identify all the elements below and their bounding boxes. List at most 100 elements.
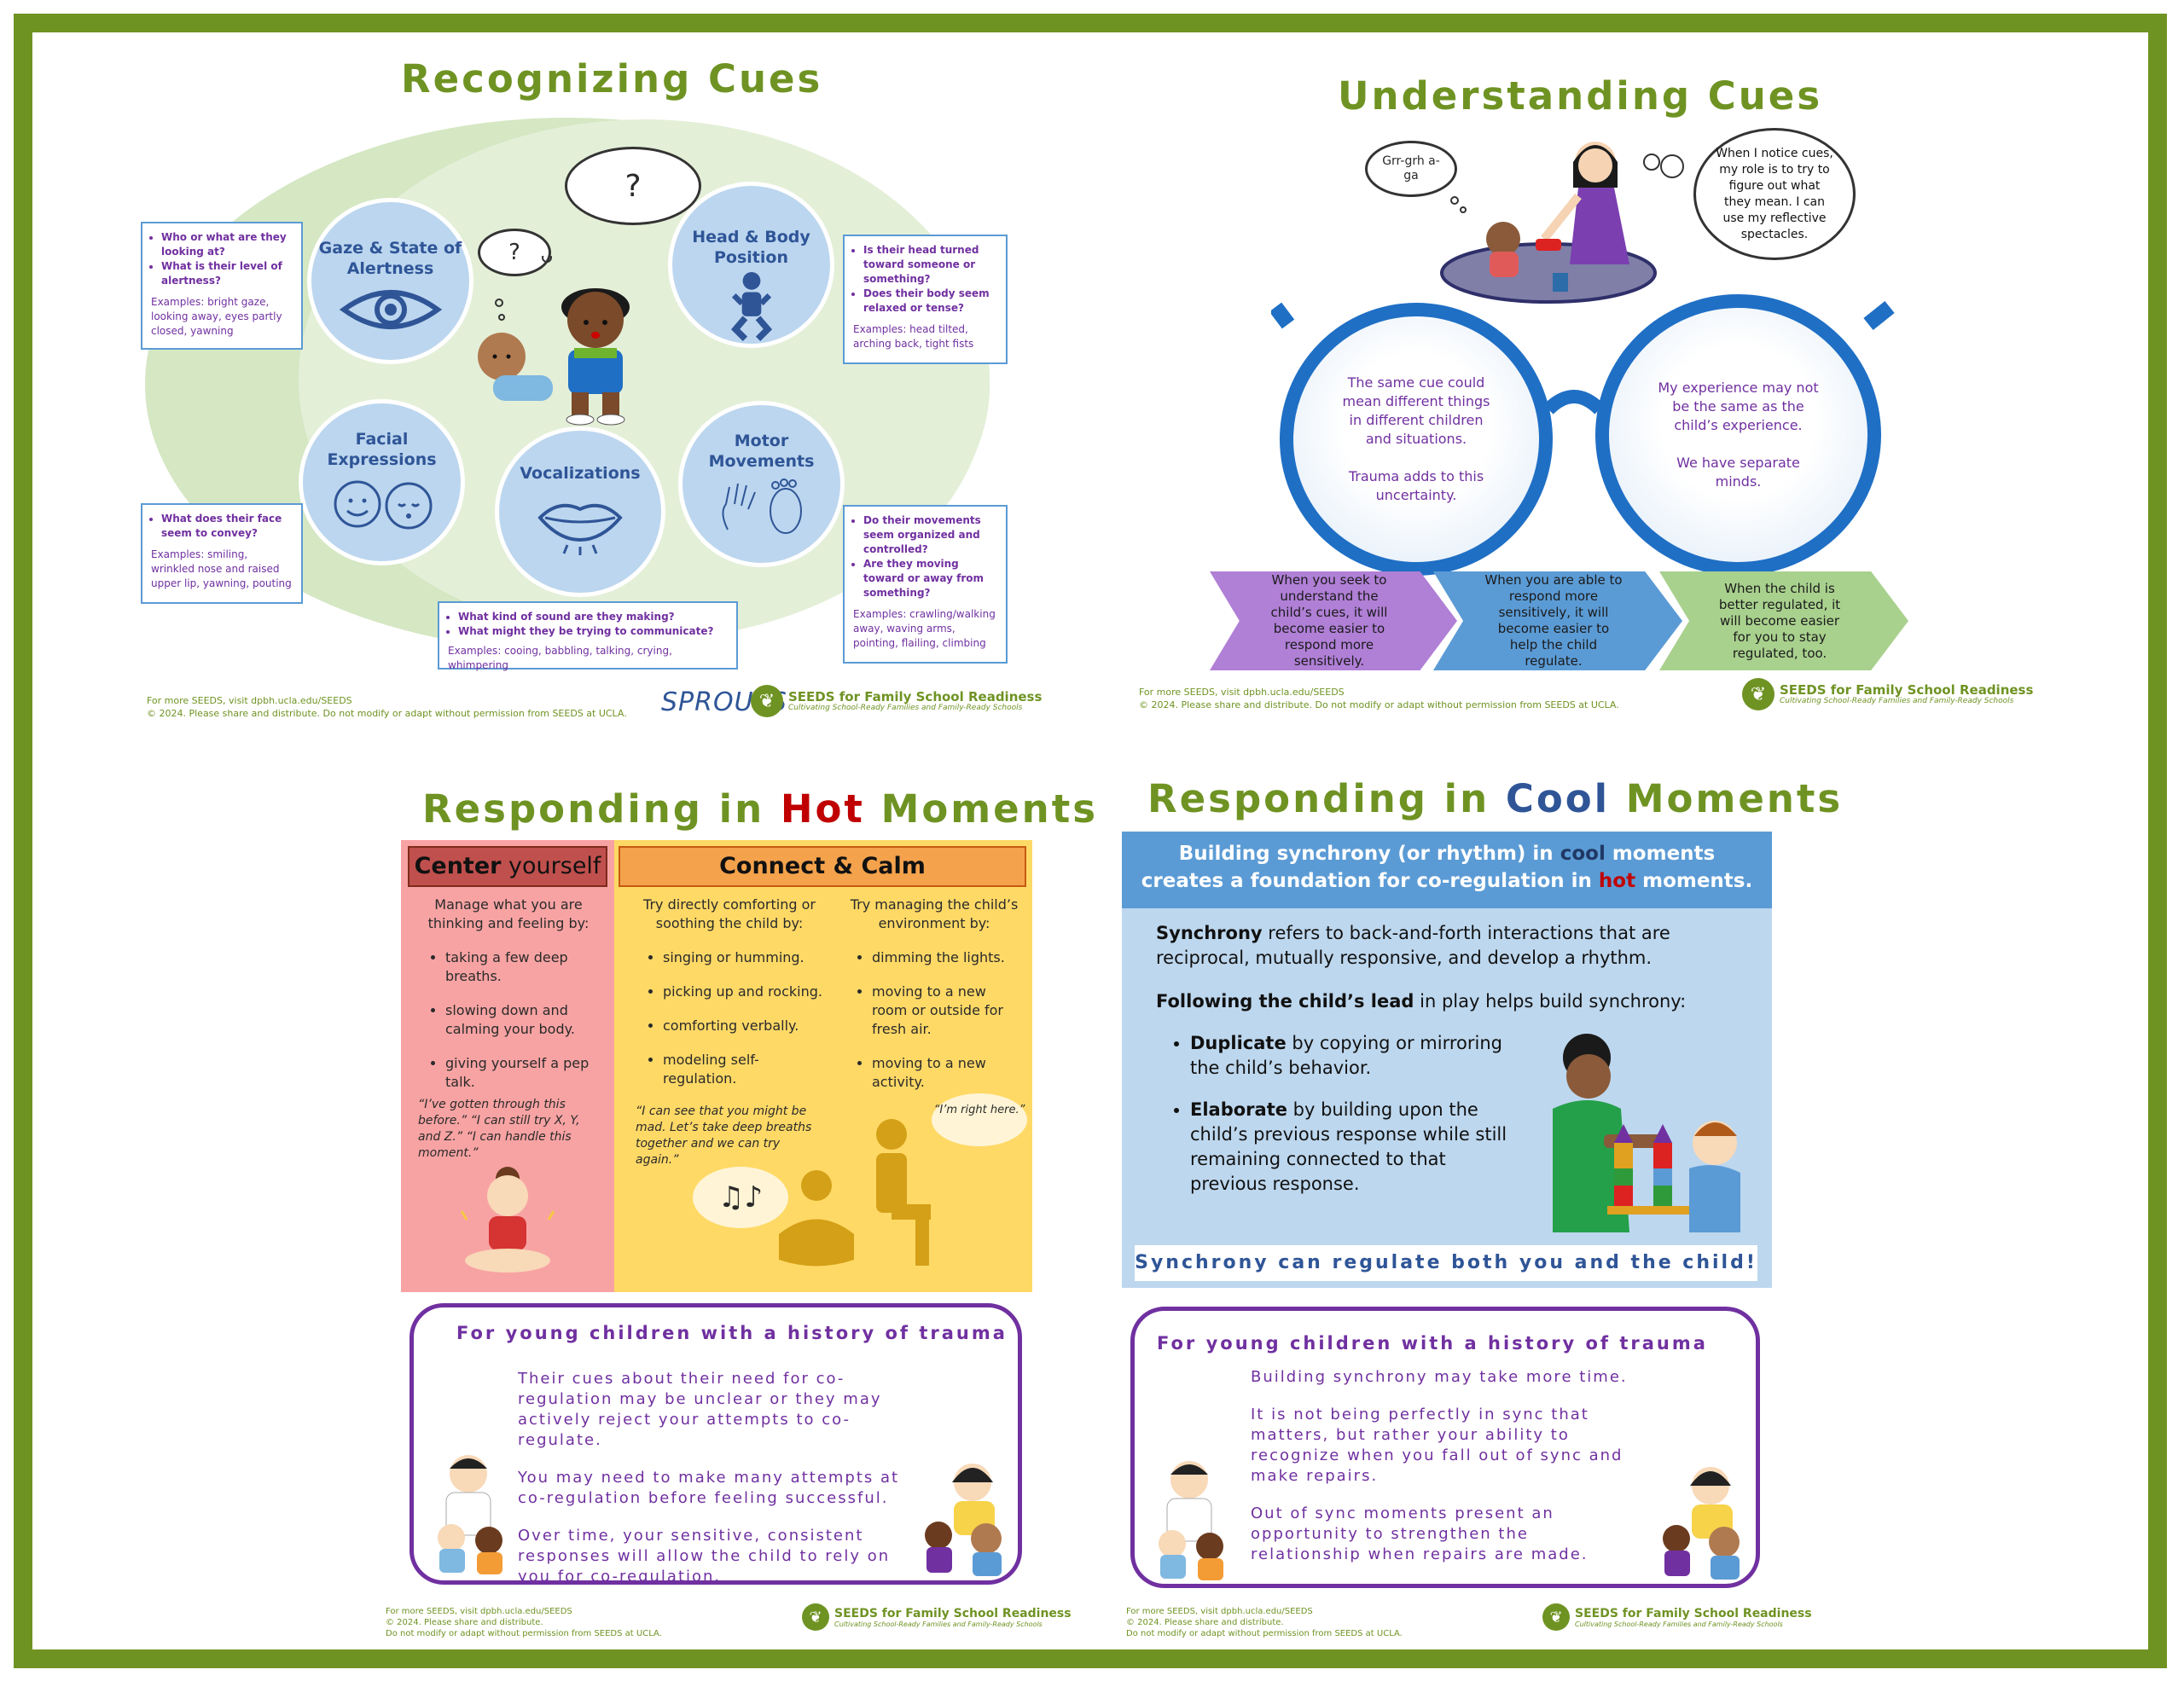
list-item: modeling self-regulation. [663,1051,823,1088]
question: Is their head turned toward someone or s… [863,243,997,287]
footer: For more SEEDS, visit dpbh.ucla.edu/SEED… [147,694,627,720]
environment-list: dimming the lights. moving to a new room… [872,948,1024,1092]
logo-tagline: Cultivating School-Ready Families and Fa… [1575,1620,1783,1628]
chevron-respond: When you are able to respond more sensit… [1433,571,1682,670]
leaf-icon: ❦ [1542,1603,1570,1631]
trauma-paragraph: Over time, your sensitive, consistent re… [518,1527,891,1586]
examples: Examples: crawling/walking away, waving … [853,608,996,649]
cue-circle-label: Gaze & State of Alertness [318,239,462,278]
cue-circle-motor: Motor Movements [678,401,845,567]
center-content: Manage what you are thinking and feeling… [418,896,599,1162]
hand-foot-icon [722,478,802,534]
trauma-text: Their cues about their need for co-regul… [518,1369,927,1587]
logo-tagline: Cultivating School-Ready Families and Fa… [834,1620,1043,1628]
footer: For more SEEDS, visit dpbh.ucla.edu/SEED… [1139,686,1619,711]
center-intro: Manage what you are thinking and feeling… [427,896,590,931]
cool-content: Synchrony refers to back-and-forth inter… [1156,921,1753,1197]
facial-questions-box: What does their face seem to convey? Exa… [141,503,303,604]
list-item: comforting verbally. [663,1017,823,1035]
cool-word: Cool [1505,776,1611,821]
footer-line: For more SEEDS, visit dpbh.ucla.edu/SEED… [147,695,352,706]
cool-body [1122,908,1772,1288]
list-item: Duplicate by copying or mirroring the ch… [1190,1031,1514,1081]
eye-icon [339,290,442,329]
caregiver-icons [779,1119,931,1267]
cue-circle-label: Head & Body Position [692,228,810,267]
cue-circle-gaze: Gaze & State of Alertness [307,198,473,364]
footer-line: © 2024. Please share and distribute. Do … [1139,699,1619,710]
body-position-icon [730,271,772,342]
question: Does their body seem relaxed or tense? [863,287,997,316]
family-illustration-right [1663,1467,1740,1580]
list-item: dimming the lights. [872,948,1024,967]
trauma-paragraph: It is not being perfectly in sync that m… [1251,1406,1623,1485]
baby-sound-bubble: Grr-grh a-ga [1365,141,1457,197]
cue-circle-label: Motor Movements [708,432,815,471]
logo-name: SEEDS for Family School Readiness [1575,1606,1812,1620]
list-item: singing or humming. [663,948,823,967]
family-illustration-right [925,1464,1002,1576]
panel-title: Understanding Cues [1338,73,1823,119]
logo-name: SEEDS for Family School Readiness [834,1606,1072,1620]
spectacles-frame [1271,300,1895,415]
examples: Examples: cooing, babbling, talking, cry… [448,645,672,671]
logo-tagline: Cultivating School-Ready Families and Fa… [788,704,1023,712]
caregiver-baby-illustration [1440,142,1684,304]
list-item: slowing down and calming your body. [445,1001,599,1039]
head-questions-box: Is their head turned toward someone or s… [843,235,1008,364]
cool-header-banner: Building synchrony (or rhythm) in cool m… [1122,832,1772,908]
comfort-intro: Try directly comforting or soothing the … [643,896,816,931]
list-item: giving yourself a pep talk. [445,1054,599,1092]
play-illustration [1553,1034,1740,1232]
children-illustration [478,256,630,426]
connect-calm-column [614,840,1032,1292]
logo-name: SEEDS for Family School Readiness [788,689,1043,704]
trauma-title: For young children with a history of tra… [1157,1333,1708,1354]
footer: For more SEEDS, visit dpbh.ucla.edu/SEED… [386,1606,662,1639]
comfort-list: singing or humming. picking up and rocki… [663,948,823,1088]
question: What does their face seem to convey? [161,512,293,541]
trauma-box-hot: For young children with a history of tra… [410,1303,1022,1587]
environment-content: Try managing the child’s environment by:… [845,896,1024,1107]
thought-cloud-small: ? [478,229,551,276]
comfort-content: Try directly comforting or soothing the … [636,896,823,1168]
center-list: taking a few deep breaths. slowing down … [445,948,599,1092]
vocal-questions-box: What kind of sound are they making?What … [438,601,738,671]
hot-word: Hot [780,786,865,832]
leaf-icon: ❦ [802,1603,829,1631]
synchrony-list: Duplicate by copying or mirroring the ch… [1190,1031,1514,1197]
cue-circle-label: Facial Expressions [327,430,437,469]
family-illustration-left [1159,1461,1223,1580]
chevron-understand: When you seek to understand the child’s … [1210,571,1457,670]
cue-circle-head-body: Head & Body Position [668,182,834,348]
lead-text: in play helps build synchrony: [1414,991,1687,1012]
meditating-child-illustration [460,1167,555,1272]
question: What is their level of alertness? [161,259,293,288]
question: Are they moving toward or away from some… [863,557,997,600]
trauma-box-cool: For young children with a history of tra… [1130,1307,1760,1588]
panel-title: Responding in Hot Moments [422,786,1099,832]
faces-icon [334,480,432,530]
leaf-icon: ❦ [1742,678,1774,710]
family-illustration-left [438,1455,502,1574]
synchrony-term: Synchrony [1156,923,1263,943]
list-item: moving to a new activity. [872,1054,1024,1092]
motor-questions-box: Do their movements seem organized and co… [843,505,1008,664]
footer-line: For more SEEDS, visit dpbh.ucla.edu/SEED… [1139,687,1345,698]
speech-bubble: “I’m right here.” [932,1093,1027,1146]
footer-line: © 2024. Please share and distribute. [1126,1618,1284,1627]
trauma-text: Building synchrony may take more time. I… [1251,1367,1643,1565]
trauma-paragraph: Building synchrony may take more time. [1251,1368,1628,1386]
thought-bubble: When I notice cues, my role is to try to… [1693,128,1856,260]
comfort-quote: “I can see that you might be mad. Let’s … [636,1104,812,1167]
panel-title: Responding in Cool Moments [1147,776,1844,821]
cue-circle-facial: Facial Expressions [299,399,465,565]
leaf-icon: ❦ [751,685,783,717]
trauma-paragraph: Their cues about their need for co-regul… [518,1370,882,1449]
logo-name: SEEDS for Family School Readiness [1780,682,2034,698]
lips-icon [537,503,623,555]
